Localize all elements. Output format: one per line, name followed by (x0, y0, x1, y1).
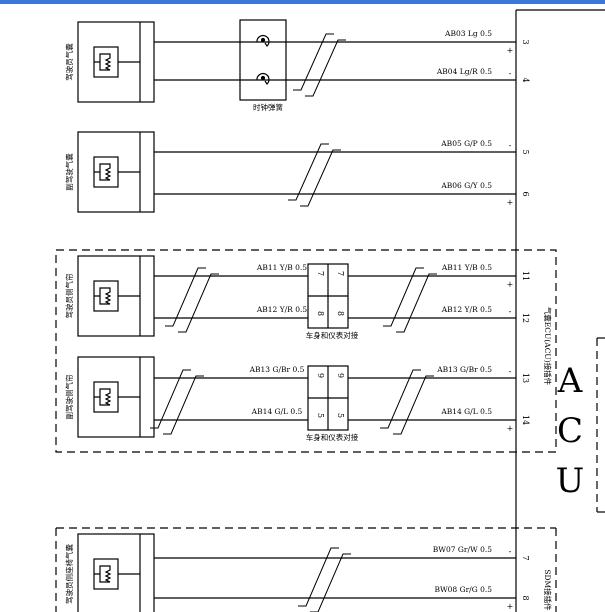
acu-pin-number: 3 (521, 39, 530, 44)
sensor-label-passenger-airbag: 副驾驶气囊 (64, 153, 74, 191)
acu-pin-number: 6 (521, 191, 530, 196)
acu-dashed-box (596, 337, 605, 513)
wire-label-left: AB14 G/L 0.5 (251, 407, 303, 416)
top-accent-bar (0, 0, 605, 4)
acu-pin-number: 8 (521, 595, 530, 600)
pin-polarity-sign: + (507, 424, 514, 433)
acu-letter-c: C (557, 411, 583, 451)
acu-pin-number: 11 (521, 271, 530, 281)
sensor-label-driver-curtain: 驾驶员侧气帘 (64, 274, 74, 319)
wire-label-right: AB04 Lg/R 0.5 (436, 67, 492, 76)
connector-pin: 8 (316, 311, 325, 316)
acu-pin-number: 12 (521, 313, 530, 323)
acu-letter-u: U (556, 461, 585, 501)
dashed-group-curtain (55, 249, 557, 453)
connector-label-lower: 车身和仪表对接 (306, 432, 359, 442)
sensor-label-passenger-curtain: 副驾驶侧气帘 (64, 375, 74, 420)
acu-letter-a: A (557, 361, 583, 401)
pin-polarity-sign: - (509, 547, 512, 556)
wire-label-right: BW07 Gr/W 0.5 (433, 545, 492, 554)
connector-pin: 9 (336, 373, 345, 378)
clockspring-label: 时钟弹簧 (253, 102, 283, 112)
pin-polarity-sign: - (509, 367, 512, 376)
wire-label-right: BW08 Gr/G 0.5 (434, 585, 492, 594)
connector-pin: 9 (316, 373, 325, 378)
pin-polarity-sign: - (509, 141, 512, 150)
pin-polarity-sign: + (507, 280, 514, 289)
connector-pin: 7 (336, 271, 345, 276)
twisted-pair-symbols (150, 33, 437, 612)
pin-polarity-sign: - (509, 69, 512, 78)
wire-lines (154, 41, 516, 599)
connector-pin: 5 (316, 413, 325, 418)
wire-label-right: AB13 G/Br 0.5 (436, 365, 492, 374)
dashed-group-seat (55, 527, 557, 612)
connector-pin: 8 (336, 311, 345, 316)
wire-label-right: AB03 Lg 0.5 (444, 29, 492, 38)
inline-connector-lower (307, 365, 349, 431)
inline-connector-upper (307, 263, 349, 329)
connector-pin: 5 (336, 413, 345, 418)
pin-polarity-sign: + (507, 46, 514, 55)
sdm-connector-label: SDM接插件 (543, 569, 553, 611)
pin-polarity-sign: + (507, 198, 514, 207)
acu-pin-number: 5 (521, 149, 530, 154)
connector-label-upper: 车身和仪表对接 (306, 330, 359, 340)
sensor-module-driver-curtain (77, 255, 155, 337)
acu-pin-number: 4 (521, 77, 530, 82)
wire-label-right: AB05 G/P 0.5 (440, 139, 492, 148)
clockspring-box (239, 19, 287, 101)
connector-pin: 7 (316, 271, 325, 276)
wire-label-right: AB06 G/Y 0.5 (440, 181, 492, 190)
sensor-module-driver-seat (77, 533, 155, 612)
wire-label-left: AB11 Y/B 0.5 (256, 263, 307, 272)
wire-label-left: AB12 Y/R 0.5 (256, 305, 308, 314)
sensor-module-passenger-curtain (77, 356, 155, 438)
wire-label-right: AB12 Y/R 0.5 (441, 305, 493, 314)
sensor-module-passenger-airbag (77, 131, 155, 213)
acu-pin-number: 14 (521, 415, 530, 425)
wire-label-right: AB11 Y/B 0.5 (441, 263, 492, 272)
wire-label-left: AB13 G/Br 0.5 (249, 365, 305, 374)
sensor-label-driver-airbag: 驾驶员气囊 (64, 43, 74, 81)
wire-label-right: AB14 G/L 0.5 (440, 407, 492, 416)
pin-polarity-sign: - (509, 307, 512, 316)
sensor-label-driver-seat: 驾驶员侧座椅气囊 (64, 544, 74, 604)
acu-pin-number: 7 (521, 555, 530, 560)
pin-polarity-sign: + (507, 602, 514, 611)
acu-pin-number: 13 (521, 373, 530, 383)
acu-frame (515, 9, 605, 612)
sensor-module-driver-airbag (77, 21, 155, 103)
acu-connector-label: 气囊ECU(ACU)接插件 (543, 307, 553, 386)
